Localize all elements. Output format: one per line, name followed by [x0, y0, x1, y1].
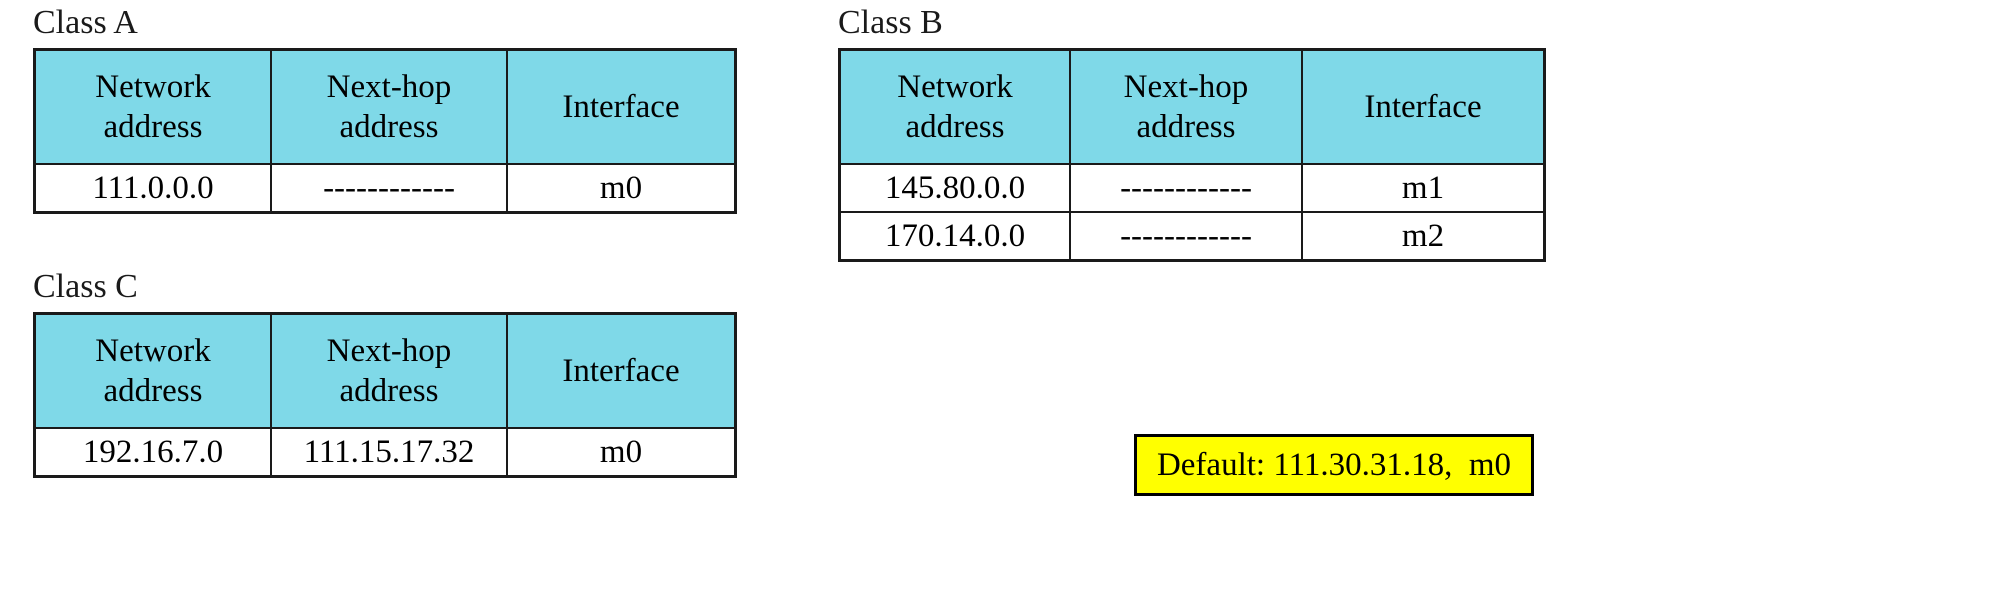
column-header-interface: Interface [1301, 48, 1546, 165]
table-header-row: Network address Next-hop address Interfa… [33, 48, 737, 165]
column-header-nexthop-line1: Next-hop [326, 69, 452, 105]
class-b-label: Class B [838, 4, 943, 41]
cell-next-hop-address: ------------ [270, 163, 508, 214]
table-row: 170.14.0.0 ------------ m2 [838, 211, 1546, 262]
column-header-nexthop-line2: address [339, 109, 439, 145]
cell-network-address: 145.80.0.0 [838, 163, 1071, 213]
cell-network-address: 111.0.0.0 [33, 163, 272, 214]
column-header-interface: Interface [506, 312, 737, 429]
table-row: 111.0.0.0 ------------ m0 [33, 163, 737, 214]
cell-next-hop-address: 111.15.17.32 [270, 427, 508, 478]
table-header-row: Network address Next-hop address Interfa… [33, 312, 737, 429]
cell-next-hop-address: ------------ [1069, 211, 1303, 262]
column-header-interface: Interface [506, 48, 737, 165]
cell-interface: m2 [1301, 211, 1546, 262]
column-header-network-line2: address [905, 109, 1005, 145]
class-a-label: Class A [33, 4, 138, 41]
column-header-network-line1: Network [95, 333, 211, 369]
column-header-network-line1: Network [95, 69, 211, 105]
column-header-network-address: Network address [838, 48, 1071, 165]
column-header-network-line2: address [103, 373, 203, 409]
default-route-box: Default: 111.30.31.18, m0 [1134, 434, 1534, 496]
cell-interface: m0 [506, 163, 737, 214]
class-b-routing-panel: Class B Network address Next-hop address… [838, 4, 1546, 262]
column-header-network-address: Network address [33, 312, 272, 429]
column-header-network-line2: address [103, 109, 203, 145]
column-header-next-hop-address: Next-hop address [1069, 48, 1303, 165]
cell-interface: m1 [1301, 163, 1546, 213]
table-row: 145.80.0.0 ------------ m1 [838, 163, 1546, 213]
column-header-nexthop-line1: Next-hop [1123, 69, 1249, 105]
cell-network-address: 192.16.7.0 [33, 427, 272, 478]
table-row: 192.16.7.0 111.15.17.32 m0 [33, 427, 737, 478]
class-b-table: Network address Next-hop address Interfa… [838, 48, 1546, 262]
class-a-routing-panel: Class A Network address Next-hop address… [33, 4, 737, 214]
column-header-next-hop-address: Next-hop address [270, 48, 508, 165]
column-header-nexthop-line1: Next-hop [326, 333, 452, 369]
column-header-network-line1: Network [897, 69, 1013, 105]
cell-next-hop-address: ------------ [1069, 163, 1303, 213]
class-c-routing-panel: Class C Network address Next-hop address… [33, 268, 737, 478]
column-header-nexthop-line2: address [1136, 109, 1236, 145]
column-header-network-address: Network address [33, 48, 272, 165]
class-c-table: Network address Next-hop address Interfa… [33, 312, 737, 478]
column-header-nexthop-line2: address [339, 373, 439, 409]
table-header-row: Network address Next-hop address Interfa… [838, 48, 1546, 165]
column-header-next-hop-address: Next-hop address [270, 312, 508, 429]
class-a-table: Network address Next-hop address Interfa… [33, 48, 737, 214]
cell-network-address: 170.14.0.0 [838, 211, 1071, 262]
cell-interface: m0 [506, 427, 737, 478]
default-route-text: Default: 111.30.31.18, m0 [1156, 447, 1512, 483]
class-c-label: Class C [33, 268, 138, 305]
